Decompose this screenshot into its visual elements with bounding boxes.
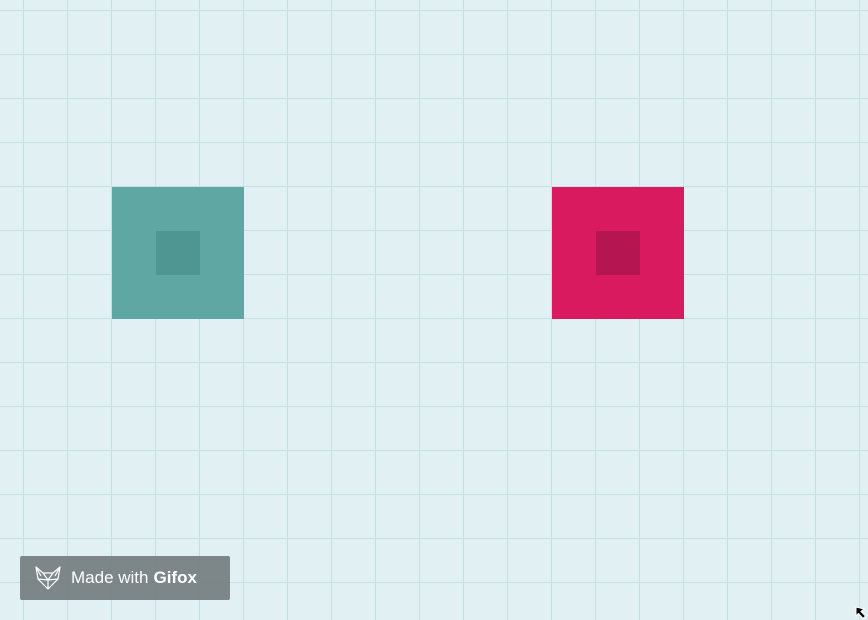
- gifox-watermark: Made with Gifox: [20, 556, 230, 600]
- fox-logo-icon: [35, 566, 61, 590]
- crimson-square-center: [596, 231, 640, 275]
- teal-square: [112, 187, 244, 319]
- crimson-square: [552, 187, 684, 319]
- teal-square-center: [156, 231, 200, 275]
- resize-arrow-icon: [855, 606, 867, 620]
- watermark-prefix: Made with: [71, 568, 149, 587]
- watermark-brand: Gifox: [153, 568, 197, 587]
